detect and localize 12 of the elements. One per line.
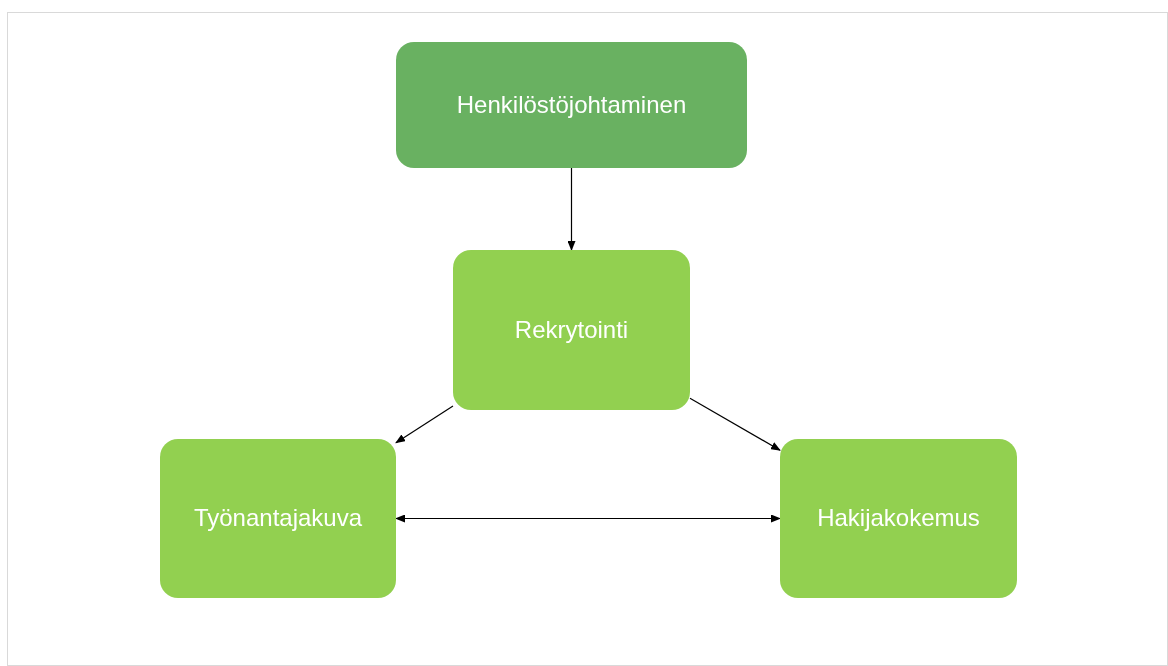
arrow	[567, 167, 576, 251]
box-label: Rekrytointi	[514, 315, 629, 345]
arrow	[395, 405, 454, 444]
process-box	[453, 250, 690, 410]
arrow	[689, 397, 781, 451]
process-box	[160, 439, 396, 598]
box-label: Henkilöstöjohtaminen	[456, 90, 687, 120]
process-box	[780, 439, 1017, 598]
process-box	[396, 42, 747, 168]
box-label: Työnantajakuva	[193, 504, 363, 533]
box-label: Hakijakokemus	[817, 504, 980, 533]
arrow	[395, 514, 781, 523]
